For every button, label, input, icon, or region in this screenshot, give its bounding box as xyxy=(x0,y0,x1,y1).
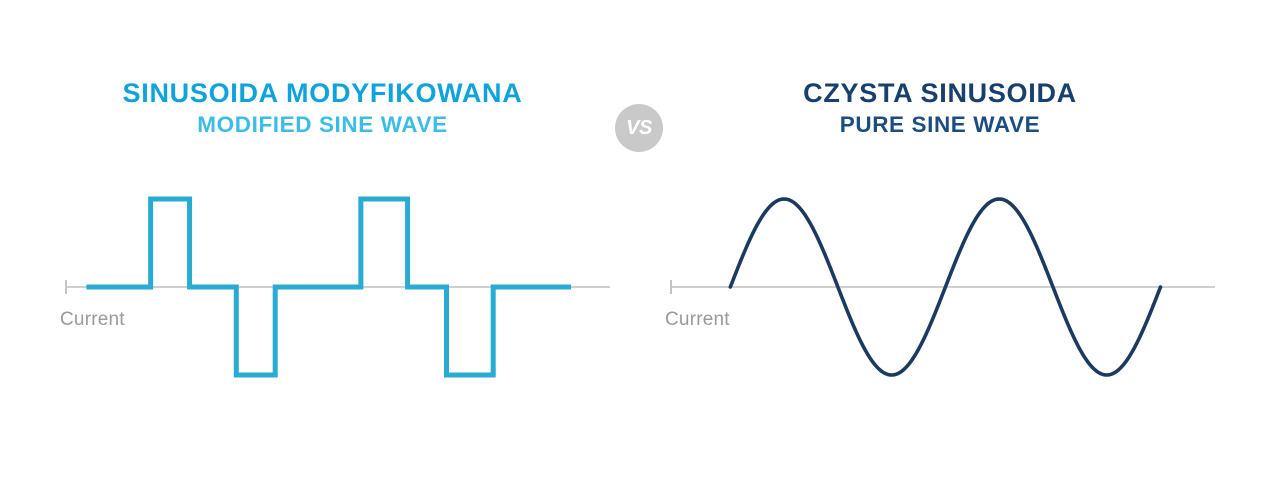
right-title-primary: CZYSTA SINUSOIDA xyxy=(803,78,1077,108)
left-title-primary: SINUSOIDA MODYFIKOWANA xyxy=(122,78,523,108)
pure-sine-wave-svg xyxy=(670,197,1215,377)
modified-sine-wave-svg xyxy=(65,196,610,378)
right-title-secondary: PURE SINE WAVE xyxy=(839,112,1041,137)
left-title-secondary: MODIFIED SINE WAVE xyxy=(197,112,448,137)
pure-sine-wave-chart xyxy=(660,175,1220,405)
left-title-block: SINUSOIDA MODYFIKOWANA MODIFIED SINE WAV… xyxy=(40,80,605,137)
modified-sine-wave-chart xyxy=(55,175,615,405)
vs-badge-label: VS xyxy=(626,117,652,139)
left-current-label: Current xyxy=(60,309,125,330)
modified-sine-wave-path xyxy=(86,196,572,378)
right-title-block: CZYSTA SINUSOIDA PURE SINE WAVE xyxy=(675,80,1205,137)
right-current-label: Current xyxy=(665,309,730,330)
pure-sine-wave-path xyxy=(728,197,1163,377)
vs-badge: VS xyxy=(615,104,663,152)
